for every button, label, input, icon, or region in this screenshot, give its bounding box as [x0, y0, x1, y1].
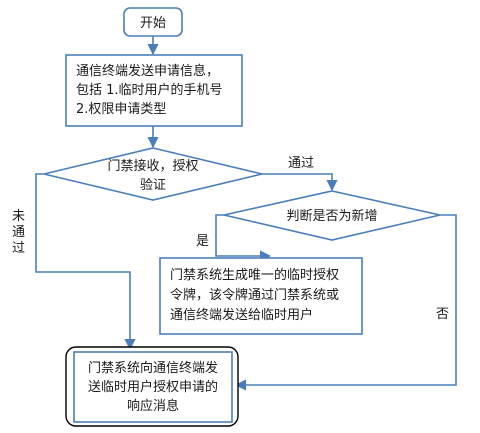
verify-line-2: 验证: [140, 177, 166, 193]
edge-label-fail-1: 未: [12, 209, 25, 224]
send-request-line-3: 2.权限申请类型: [76, 101, 166, 117]
send-request-line-2: 包括 1.临时用户的手机号: [76, 82, 223, 98]
edge-label-yes: 是: [196, 234, 209, 249]
generate-token-line-2: 令牌，该令牌通过门禁系统或: [170, 287, 339, 303]
send-request-box: 通信终端发送申请信息， 包括 1.临时用户的手机号 2.权限申请类型: [65, 54, 243, 127]
edge-is-new-no: [234, 214, 457, 391]
edge-verify-fail: [35, 173, 136, 351]
generate-token-box: 门禁系统生成唯一的临时授权 令牌，该令牌通过门禁系统或 通信终端发送给临时用户: [159, 257, 363, 335]
start-label: 开始: [140, 16, 166, 31]
respond-line-1: 门禁系统向通信终端发: [88, 360, 218, 376]
edge-verify-pass: [262, 173, 338, 192]
edge-label-fail-3: 过: [12, 241, 25, 256]
respond-line-3: 响应消息: [127, 398, 179, 414]
edge-label-pass: 通过: [288, 156, 314, 171]
verify-decision: 门禁接收，授权 验证: [43, 147, 263, 201]
generate-token-line-1: 门禁系统生成唯一的临时授权: [170, 267, 339, 283]
is-new-decision: 判断是否为新增: [223, 190, 441, 241]
start-node: 开始: [123, 7, 183, 37]
is-new-label: 判断是否为新增: [286, 208, 377, 224]
generate-token-line-3: 通信终端发送给临时用户: [170, 307, 313, 323]
respond-box: 门禁系统向通信终端发 送临时用户授权申请的 响应消息: [65, 346, 239, 427]
send-request-line-1: 通信终端发送申请信息，: [76, 63, 219, 79]
respond-line-2: 送临时用户授权申请的: [88, 379, 218, 395]
edge-label-fail-2: 通: [12, 225, 25, 240]
edge-label-no: 否: [436, 307, 449, 322]
verify-line-1: 门禁接收，授权: [107, 158, 198, 174]
edge-is-new-yes: [215, 214, 272, 262]
